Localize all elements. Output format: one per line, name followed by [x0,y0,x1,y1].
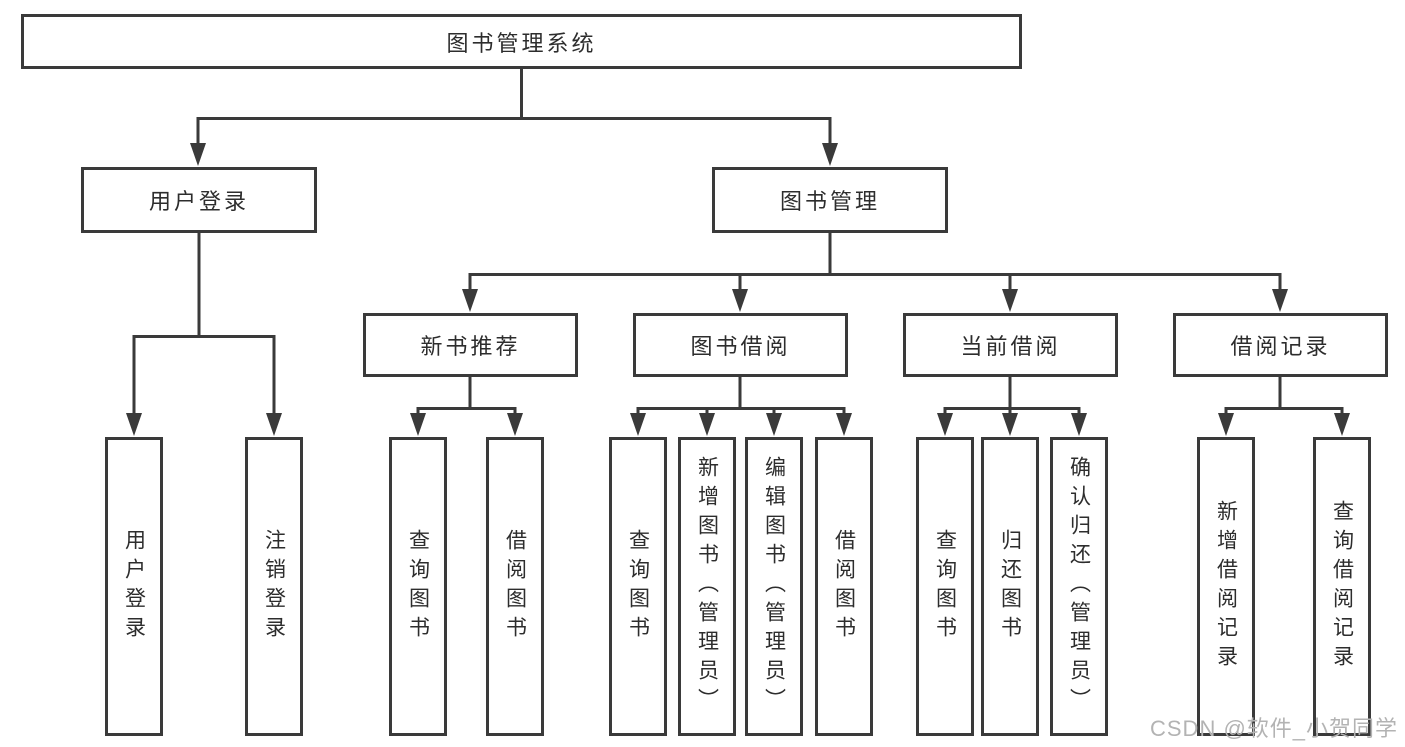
leaf-confirm-return-admin: 确认归还（管理员） [1050,437,1108,736]
node-book-borrowing: 图书借阅 [633,313,848,377]
leaf-logout-login: 注销登录 [245,437,303,736]
leaf-query-books-borrowing: 查询图书 [609,437,667,736]
leaf-edit-books-admin: 编辑图书（管理员） [745,437,803,736]
leaf-borrow-books-borrowing: 借阅图书 [815,437,873,736]
leaf-query-borrow-record: 查询借阅记录 [1313,437,1371,736]
watermark-text: CSDN @软件_小贺同学 [1150,716,1399,741]
arrowhead-icons [126,143,1350,436]
leaf-query-books-recommend: 查询图书 [389,437,447,736]
node-user-login: 用户登录 [81,167,317,233]
connector-wires [132,68,1344,417]
node-new-book-recommendation: 新书推荐 [363,313,578,377]
node-library-management-system: 图书管理系统 [21,14,1022,69]
leaf-add-borrow-record: 新增借阅记录 [1197,437,1255,736]
node-borrowing-records: 借阅记录 [1173,313,1388,377]
leaf-user-login: 用户登录 [105,437,163,736]
leaf-borrow-books-recommend: 借阅图书 [486,437,544,736]
leaf-query-books-current: 查询图书 [916,437,974,736]
leaf-add-books-admin: 新增图书（管理员） [678,437,736,736]
node-book-management: 图书管理 [712,167,948,233]
leaf-return-books: 归还图书 [981,437,1039,736]
node-current-borrowing: 当前借阅 [903,313,1118,377]
